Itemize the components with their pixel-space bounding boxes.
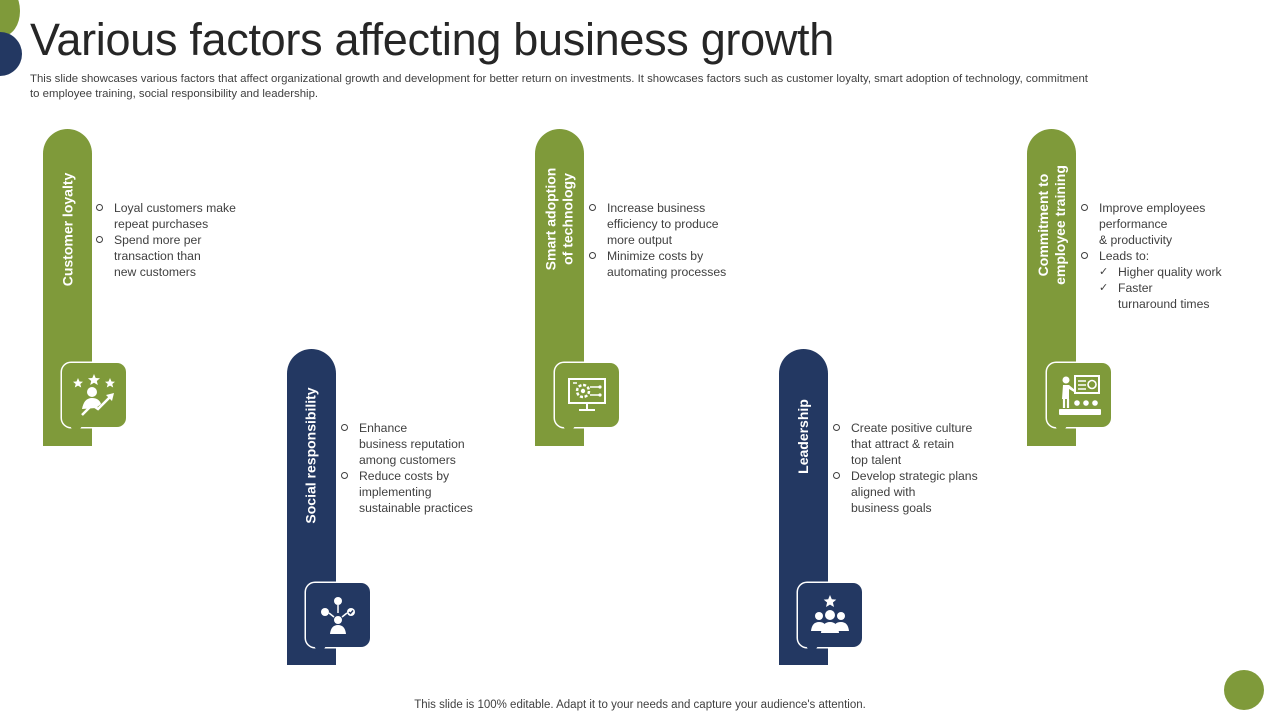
list-item: Minimize costs by automating processes [588, 248, 726, 280]
social-network-person-icon [306, 583, 370, 655]
sub-list-item: Faster turnaround times [1099, 280, 1222, 312]
monitor-gear-icon [555, 363, 619, 435]
training-presentation-icon [1047, 363, 1111, 435]
factor-details-smart-adoption: Increase business efficiency to produce … [588, 200, 726, 280]
factor-details-employee-training: Improve employees performance & producti… [1080, 200, 1222, 312]
factor-details-customer-loyalty: Loyal customers make repeat purchases Sp… [95, 200, 236, 280]
list-item: Loyal customers make repeat purchases [95, 200, 236, 232]
list-item: Spend more per transaction than new cust… [95, 232, 236, 280]
corner-decoration-green [0, 0, 20, 36]
factor-label-employee-training: Commitment to employee training [1034, 165, 1068, 285]
factor-label-smart-adoption: Smart adoption of technology [542, 167, 576, 271]
list-item: Improve employees performance & producti… [1080, 200, 1222, 248]
sub-list-item: Higher quality work [1099, 264, 1222, 280]
factor-label-customer-loyalty: Customer loyalty [59, 172, 75, 286]
factor-details-leadership: Create positive culture that attract & r… [832, 420, 978, 516]
factor-details-social-responsibility: Enhance business reputation among custom… [340, 420, 473, 516]
page-title: Various factors affecting business growt… [30, 14, 834, 65]
page-subtitle: This slide showcases various factors tha… [30, 73, 1088, 100]
corner-decoration-dot [1224, 670, 1264, 710]
list-item: Reduce costs by implementing sustainable… [340, 468, 473, 516]
list-item: Create positive culture that attract & r… [832, 420, 978, 468]
customer-rating-growth-icon [62, 363, 126, 435]
list-item: Enhance business reputation among custom… [340, 420, 473, 468]
list-item: Leads to: Higher quality work Faster tur… [1080, 248, 1222, 312]
factor-label-leadership: Leadership [795, 398, 812, 474]
list-item: Develop strategic plans aligned with bus… [832, 468, 978, 516]
factor-label-social-responsibility: Social responsibility [303, 386, 319, 524]
footer-note: This slide is 100% editable. Adapt it to… [414, 699, 866, 711]
corner-decoration-navy [0, 32, 22, 76]
team-leader-star-icon [798, 583, 862, 655]
list-item: Increase business efficiency to produce … [588, 200, 726, 248]
